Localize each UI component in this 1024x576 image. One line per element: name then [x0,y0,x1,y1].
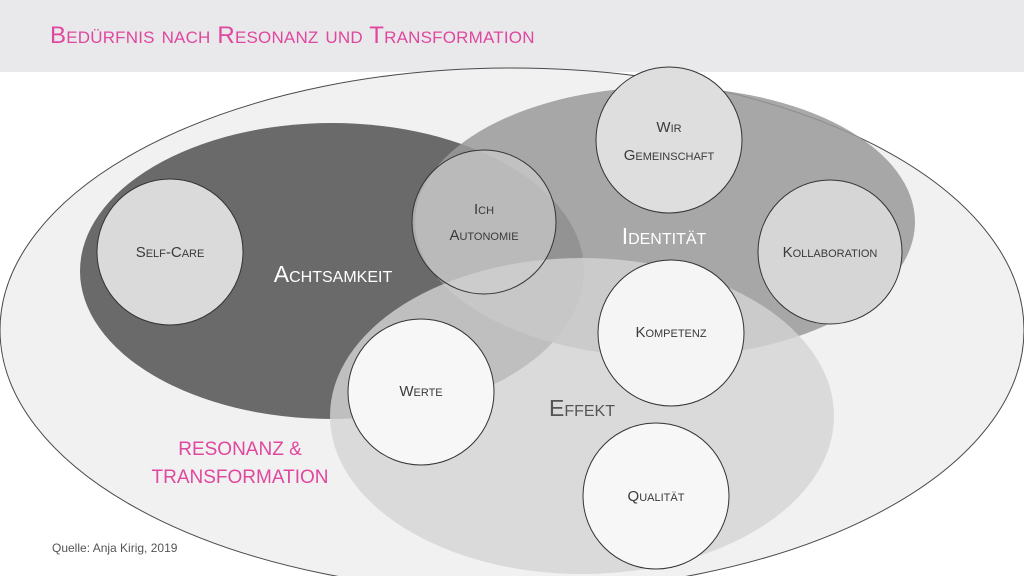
header-bar [0,0,1024,72]
self-care-label: Self-Care [136,244,205,261]
identitaet-label: Identität [622,223,707,249]
circle-ich-autonomie [411,149,557,295]
effekt-label: Effekt [549,395,615,421]
autonomie-label: Autonomie [449,227,518,244]
outer-label-line1: RESONANZ & [178,439,302,460]
page-title: Bedürfnis nach Resonanz und Transformati… [50,22,535,49]
qualitaet-label: Qualität [628,488,685,505]
circle-kollaboration [757,179,903,325]
gemeinschaft-label: Gemeinschaft [624,147,715,164]
circle-qualitaet [582,422,730,570]
werte-label: Werte [399,383,442,400]
circle-werte [347,318,495,466]
achtsamkeit-label: Achtsamkeit [274,261,393,287]
wir-label: Wir [656,119,681,136]
kompetenz-label: Kompetenz [635,324,706,341]
outer-label-line2: TRANSFORMATION [151,467,329,488]
source-citation: Quelle: Anja Kirig, 2019 [52,541,178,555]
circle-wir-gemeinschaft [595,66,743,214]
resonanz-transformation-label: RESONANZ & TRANSFORMATION [110,436,370,492]
circle-kompetenz [597,259,745,407]
kollaboration-label: Kollaboration [783,244,878,261]
circle-self-care [96,178,244,326]
ich-label: Ich [474,201,494,218]
